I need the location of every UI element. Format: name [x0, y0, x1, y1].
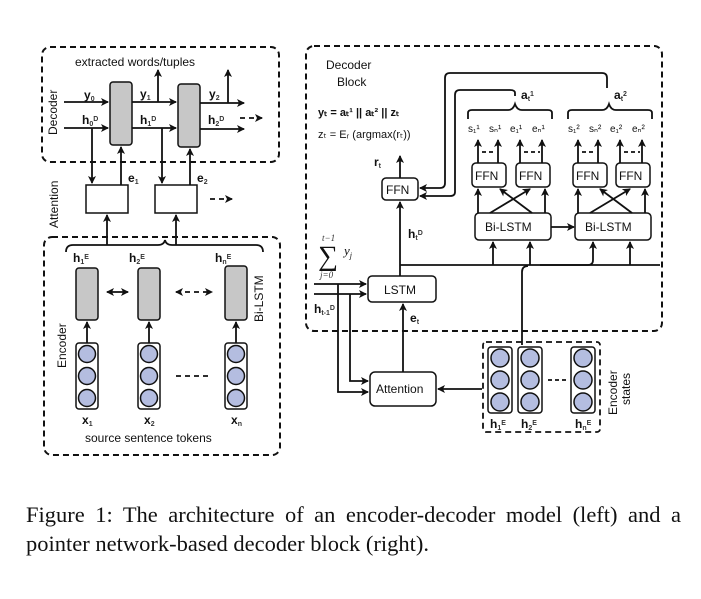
encoder-state-1	[487, 346, 513, 414]
attention-label: Attention	[376, 382, 423, 396]
bilstm-box-2	[574, 212, 652, 241]
rt-label: rt	[374, 155, 382, 170]
decoder-block-region	[305, 45, 663, 332]
encoder-hidden-label-2: h2E	[129, 251, 145, 266]
encoder-hidden-label-n: hnE	[215, 251, 232, 266]
encoder-state-label-n: hnE	[575, 417, 592, 432]
left-encoder-decoder-model: Decoder extracted words/tuples y0 h0D y1…	[41, 46, 281, 456]
ffn-box-2a	[572, 162, 608, 188]
e2-label: e2	[197, 171, 208, 186]
et-label: et	[410, 311, 420, 326]
at1-feedback-line	[419, 72, 608, 192]
encoder-brace	[65, 239, 264, 253]
extracted-words-title: extracted words/tuples	[75, 55, 195, 69]
encoder-states-label-line2: states	[619, 373, 633, 405]
cross-arrow-2a	[589, 188, 631, 214]
output-s1-1: s₁¹	[468, 124, 480, 135]
ffn-box-1b	[515, 162, 551, 188]
sum-symbol: ∑	[318, 241, 338, 272]
decoder-cell-2	[177, 83, 201, 148]
hprev-to-attention-line	[349, 294, 369, 385]
at2-label: at2	[614, 88, 627, 103]
bilstm-label-1: Bi-LSTM	[485, 220, 532, 234]
h0-label: h0D	[82, 113, 98, 128]
token-label-1: x1	[82, 413, 93, 428]
enc-to-bilstm1-line	[521, 265, 529, 345]
ht-label: htD	[408, 227, 423, 242]
encoder-state-n	[570, 346, 596, 414]
decoder-cell-1	[109, 81, 133, 146]
sum-term: yj	[342, 243, 353, 260]
bilstm-label-2: Bi-LSTM	[585, 220, 632, 234]
attention-box-2	[154, 184, 198, 214]
y1-label: y1	[140, 87, 151, 102]
token-embedding-2	[137, 342, 161, 410]
attention-section-label: Attention	[47, 181, 61, 228]
at2-brace	[567, 101, 653, 119]
h2-label: h2D	[208, 113, 224, 128]
decoder-region	[41, 46, 280, 163]
bilstm-label: Bi-LSTM	[252, 275, 266, 322]
decoder-block-title-line2: Block	[337, 75, 367, 89]
at1-label: at1	[521, 88, 534, 103]
cross-arrow-1a	[489, 188, 531, 214]
output-s1-2: s₁²	[568, 124, 580, 135]
output-sn-1: sₙ¹	[489, 124, 502, 135]
ffn-label-1b: FFN	[519, 169, 542, 183]
hprev-label: ht-1D	[314, 302, 335, 317]
cross-arrow-2b	[599, 188, 633, 214]
equation-zt: zₜ = Eᵣ (argmax(rₜ))	[318, 129, 411, 141]
output-sn-2: sₙ²	[589, 124, 602, 135]
encoder-cell-n	[224, 265, 248, 321]
ffn-label-1a: FFN	[475, 169, 498, 183]
encoder-region	[43, 236, 281, 456]
figure-caption: Figure 1: The architecture of an encoder…	[26, 502, 681, 556]
enc-to-bilstm2-line	[540, 241, 597, 266]
attention-box-1	[85, 184, 129, 214]
pointer-group-2: Bi-LSTM FFN FFN s₁² sₙ² e₁² eₙ² at2	[567, 88, 653, 241]
output-ffn-label: FFN	[386, 183, 409, 197]
right-decoder-block: Decoder Block yₜ = aₜ¹ || aₜ² || zₜ zₜ =…	[305, 45, 663, 433]
output-en-1: eₙ¹	[532, 124, 546, 135]
decoder-section-label: Decoder	[46, 90, 60, 135]
token-label-n: xn	[231, 413, 242, 428]
y0-label: y0	[84, 88, 95, 103]
encoder-section-label: Encoder	[55, 323, 69, 368]
encoder-state-2	[517, 346, 543, 414]
at2-feedback-line	[419, 89, 516, 200]
cross-arrow-1b	[499, 188, 533, 214]
sum-top: t−1	[322, 233, 335, 243]
encoder-state-label-2: h2E	[521, 417, 537, 432]
token-embedding-1	[75, 342, 99, 410]
token-embedding-n	[224, 342, 248, 410]
lstm-box	[367, 275, 437, 303]
encoder-cell-2	[137, 267, 161, 321]
at1-brace	[467, 101, 553, 119]
ffn-box-2b	[615, 162, 651, 188]
output-e1-1: e₁¹	[510, 124, 523, 135]
ffn-label-2b: FFN	[619, 169, 642, 183]
output-en-2: eₙ²	[632, 124, 646, 135]
sum-bottom: j=0	[319, 270, 334, 280]
encoder-cell-1	[75, 267, 99, 321]
decoder-block-title-line1: Decoder	[326, 58, 371, 72]
pointer-group-1: Bi-LSTM FFN FFN s₁¹ sₙ¹ e₁¹ eₙ¹ at1	[467, 88, 553, 241]
ffn-box-1a	[471, 162, 507, 188]
lstm-label: LSTM	[384, 283, 416, 297]
equation-yt: yₜ = aₜ¹ || aₜ² || zₜ	[318, 107, 399, 119]
encoder-states-region	[482, 341, 601, 433]
ffn-label-2a: FFN	[576, 169, 599, 183]
output-e1-2: e₁²	[610, 124, 623, 135]
encoder-hidden-label-1: h1E	[73, 251, 89, 266]
h1-label: h1D	[140, 113, 156, 128]
sum-to-attention-line	[337, 284, 369, 396]
token-label-2: x2	[144, 413, 155, 428]
e1-label: e1	[128, 171, 139, 186]
encoder-states-label-line1: Encoder	[606, 370, 620, 415]
encoder-state-label-1: h1E	[490, 417, 506, 432]
source-tokens-title: source sentence tokens	[85, 431, 212, 445]
y2-label: y2	[209, 87, 220, 102]
